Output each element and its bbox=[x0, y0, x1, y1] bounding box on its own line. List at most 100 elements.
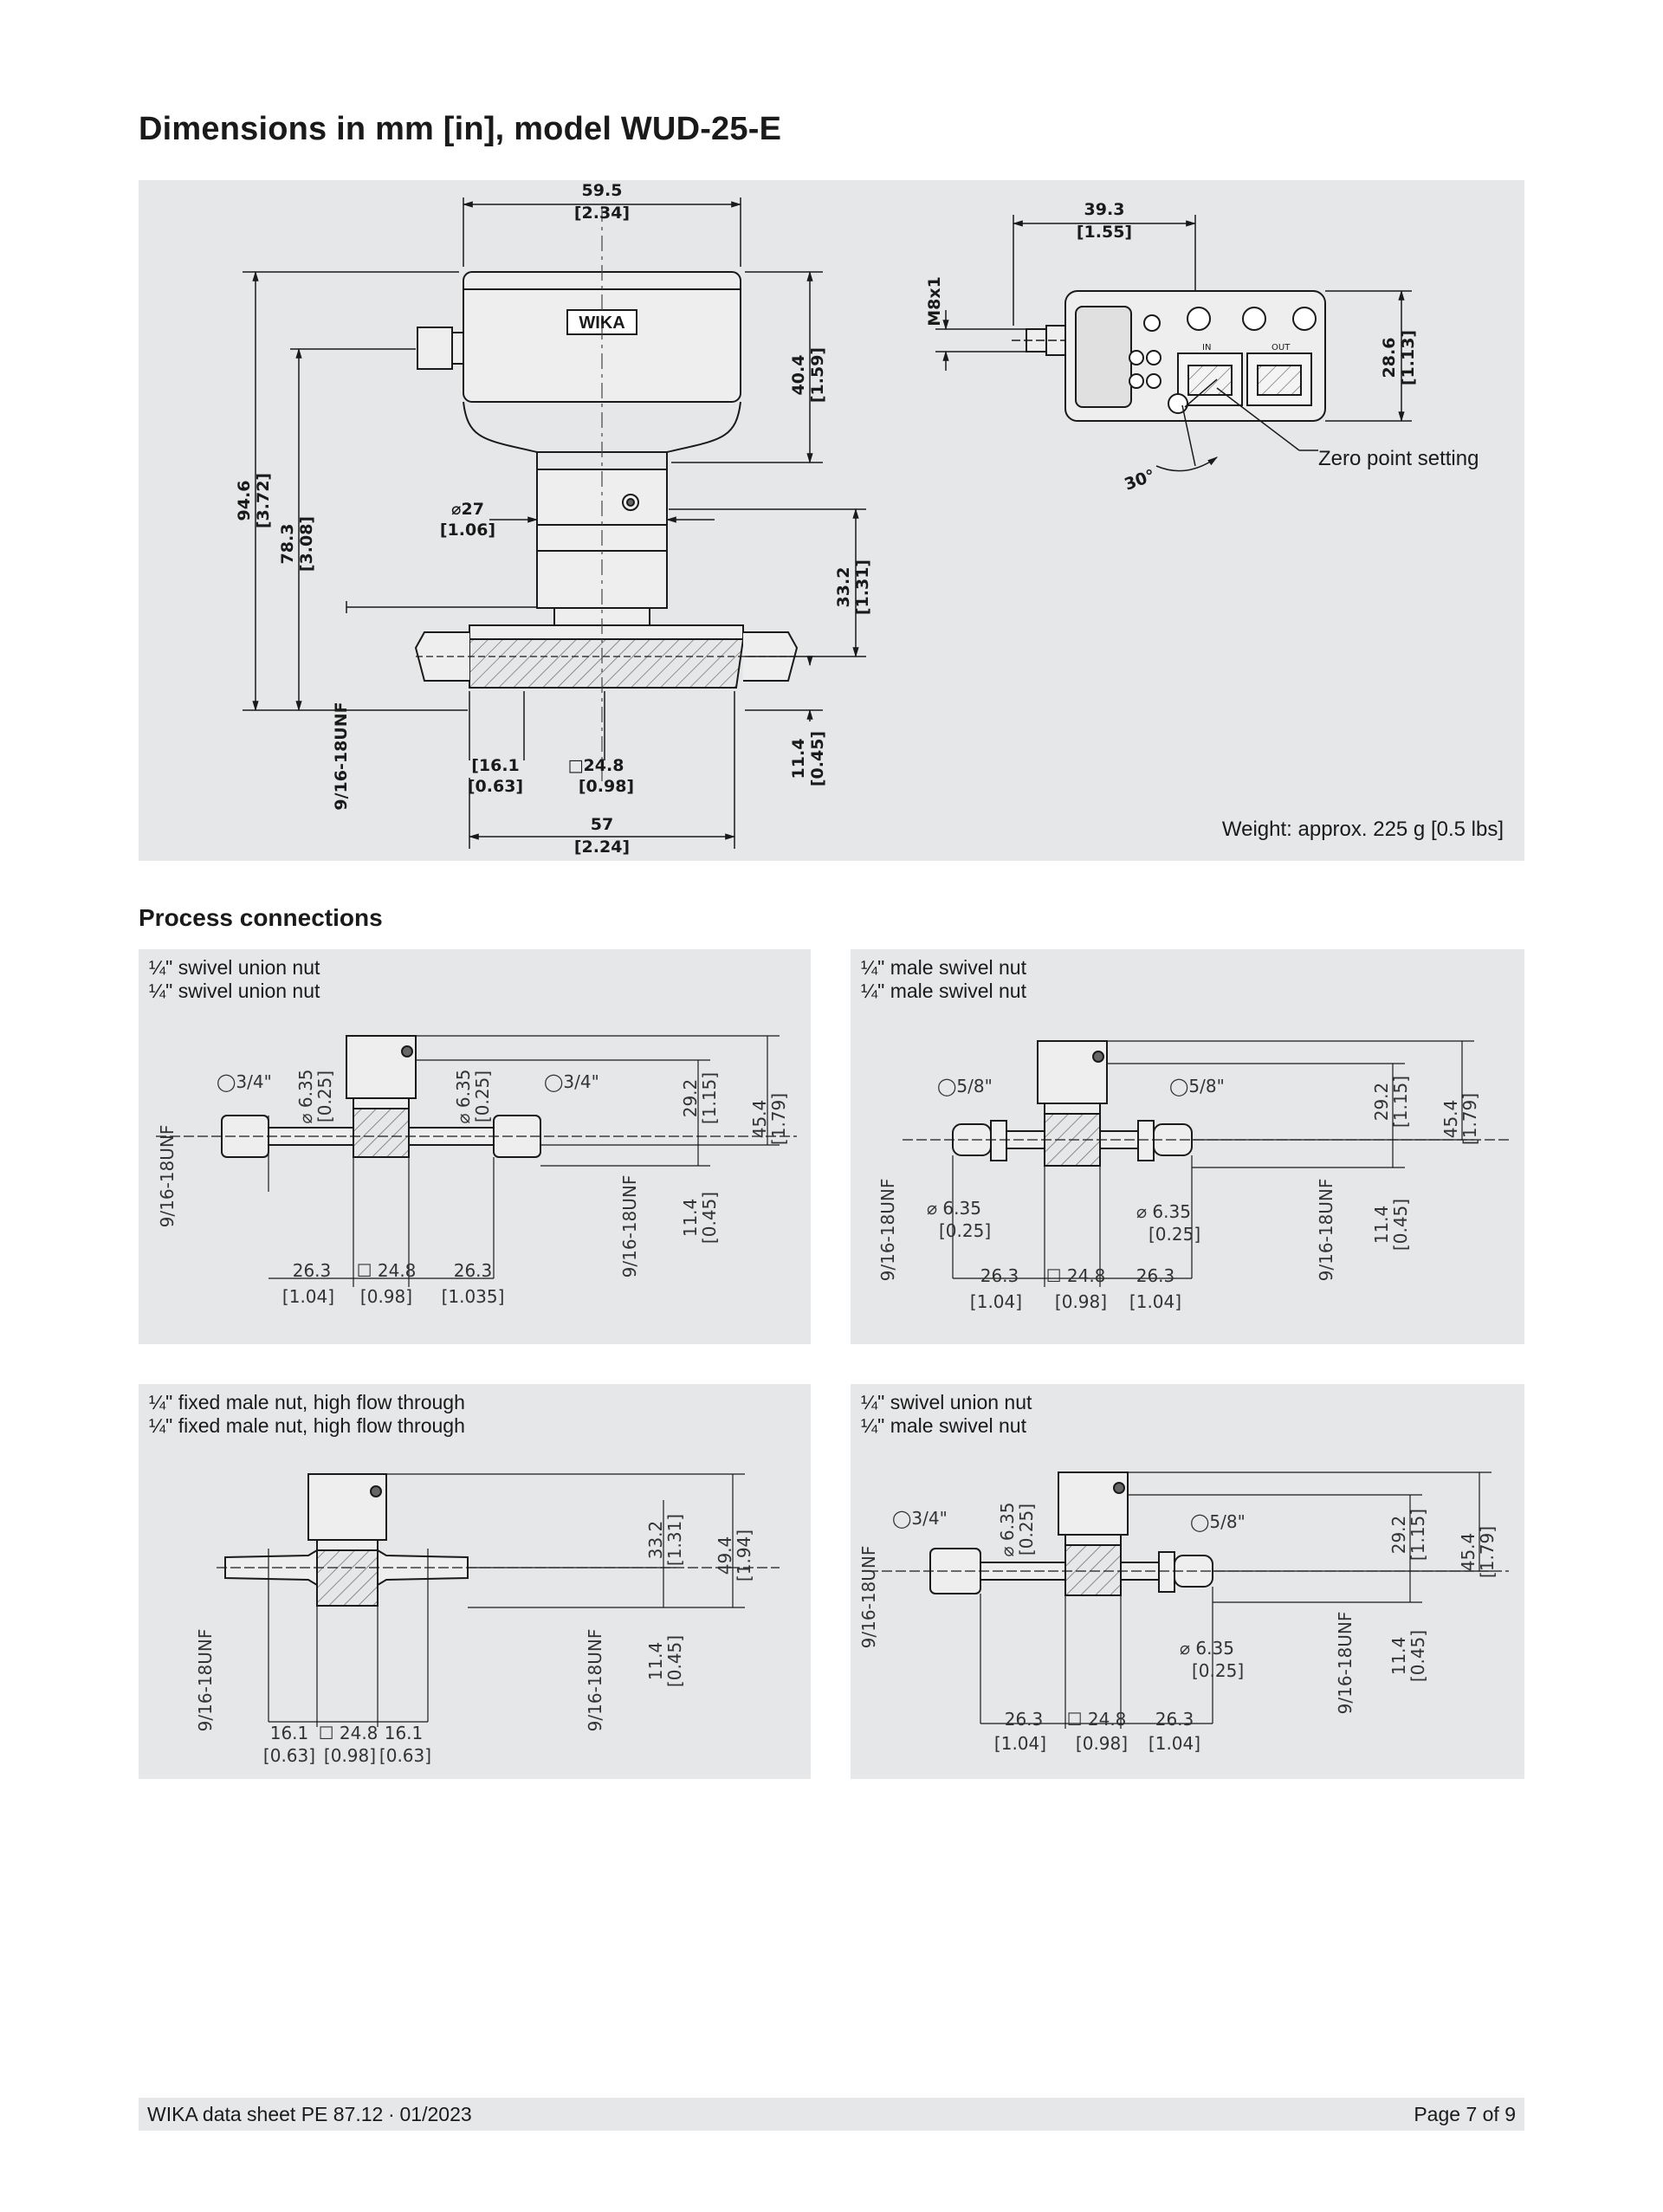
pc2-sq-in: [0.98] bbox=[1055, 1291, 1107, 1312]
pc3-label: ¼" fixed male nut, high flow through ¼" … bbox=[149, 1391, 465, 1438]
pc2-thread-left: 9/16-18UNF bbox=[877, 1179, 898, 1282]
process-connection-3: 33.2 [1.31] 49.4 [1.94] 11.4 [0.45] 9/16… bbox=[139, 1384, 811, 1779]
pc1-dia-left: ⌀ 6.35 bbox=[295, 1070, 316, 1124]
pc4-label-line1: ¼" swivel union nut bbox=[861, 1391, 1032, 1413]
pc1-thread-left: 9/16-18UNF bbox=[157, 1125, 178, 1228]
pc1-w-right: 26.3 bbox=[454, 1260, 493, 1281]
pc2-w-right-in: [1.04] bbox=[1129, 1291, 1181, 1312]
pc2-nut-right: ◯5/8" bbox=[1169, 1076, 1225, 1096]
pc4-h1: 29.2 bbox=[1388, 1516, 1409, 1555]
pc4-sq: ☐ 24.8 bbox=[1067, 1709, 1127, 1730]
pc3-label-line2: ¼" fixed male nut, high flow through bbox=[149, 1414, 465, 1437]
pc1-label-line2: ¼" swivel union nut bbox=[149, 980, 320, 1002]
pc1-dia-right-in: [0.25] bbox=[472, 1070, 493, 1122]
pc4-w-right-in: [1.04] bbox=[1149, 1733, 1200, 1754]
pc2-h1-in: [1.15] bbox=[1390, 1076, 1411, 1128]
pc1-w-left-in: [1.04] bbox=[282, 1286, 334, 1307]
pc3-drawing: 33.2 [1.31] 49.4 [1.94] 11.4 [0.45] 9/16… bbox=[195, 1473, 780, 1766]
pc4-dia-left: ⌀ 6.35 bbox=[997, 1503, 1018, 1557]
port-out-label: OUT bbox=[1272, 343, 1291, 352]
dim-stem-dia-in: [1.06] bbox=[440, 521, 495, 540]
pc4-dia-right-in: [0.25] bbox=[1192, 1660, 1244, 1681]
pc2-dia-right-in: [0.25] bbox=[1149, 1224, 1200, 1245]
pc3-h3-in: [0.45] bbox=[664, 1635, 685, 1687]
pc4-thread-left: 9/16-18UNF bbox=[858, 1546, 879, 1649]
dim-side-height-in: [1.13] bbox=[1399, 330, 1418, 385]
pc1-nut-left: ◯3/4" bbox=[217, 1071, 272, 1092]
zero-point-label: Zero point setting bbox=[1318, 447, 1479, 470]
pc1-w-left: 26.3 bbox=[293, 1260, 332, 1281]
pc3-h1-in: [1.31] bbox=[664, 1514, 685, 1566]
pc3-h2: 49.4 bbox=[715, 1536, 735, 1575]
pc2-dia-right: ⌀ 6.35 bbox=[1136, 1201, 1191, 1222]
dim-width-top: 59.5 bbox=[582, 181, 623, 200]
port-in-label: IN bbox=[1202, 343, 1211, 352]
pc1-label-line1: ¼" swivel union nut bbox=[149, 956, 320, 979]
pc1-h1: 29.2 bbox=[680, 1079, 701, 1118]
pc2-h2: 45.4 bbox=[1440, 1100, 1461, 1139]
pc1-h3-in: [0.45] bbox=[699, 1192, 720, 1244]
pc1-thread-right: 9/16-18UNF bbox=[619, 1175, 640, 1278]
dim-height-total: 94.6 bbox=[235, 481, 254, 521]
pc2-h3-in: [0.45] bbox=[1390, 1199, 1411, 1251]
pc2-w-right: 26.3 bbox=[1136, 1265, 1175, 1286]
dim-thread: 9/16-18UNF bbox=[332, 702, 351, 810]
pc1-nut-right: ◯3/4" bbox=[544, 1071, 599, 1092]
pc3-w-left: 16.1 bbox=[270, 1723, 309, 1743]
pc3-h1: 33.2 bbox=[645, 1521, 666, 1560]
pc4-dia-left-in: [0.25] bbox=[1016, 1504, 1037, 1556]
pc4-w-left: 26.3 bbox=[1005, 1709, 1044, 1730]
pc2-nut-left: ◯5/8" bbox=[937, 1076, 993, 1096]
m8-connector bbox=[417, 327, 453, 370]
dimension-drawing: WIKA 59.5 bbox=[235, 181, 1418, 857]
pc1-dia-right: ⌀ 6.35 bbox=[453, 1070, 474, 1124]
page-title: Dimensions in mm [in], model WUD-25-E bbox=[139, 111, 782, 147]
pc3-w-left-in: [0.63] bbox=[263, 1745, 315, 1766]
pc1-h3: 11.4 bbox=[680, 1199, 701, 1238]
pc1-drawing: ◯3/4" ◯3/4" ⌀ 6.35 [0.25] ⌀ 6.35 [0.25] … bbox=[156, 1035, 797, 1307]
pc4-h1-in: [1.15] bbox=[1407, 1509, 1428, 1561]
pc4-sq-in: [0.98] bbox=[1076, 1733, 1128, 1754]
pc1-sq-in: [0.98] bbox=[360, 1286, 412, 1307]
pc2-w-left-in: [1.04] bbox=[970, 1291, 1022, 1312]
pc1-h2: 45.4 bbox=[749, 1100, 770, 1139]
pc1-w-right-in: [1.035] bbox=[442, 1286, 505, 1307]
pc4-h2: 45.4 bbox=[1458, 1533, 1479, 1572]
footer-page-number: Page 7 of 9 bbox=[1414, 2103, 1516, 2125]
pc2-w-left: 26.3 bbox=[980, 1265, 1019, 1286]
pc4-label-line2: ¼" male swivel nut bbox=[861, 1414, 1026, 1437]
pc2-h1: 29.2 bbox=[1371, 1083, 1392, 1122]
dimension-drawing-panel: WIKA 59.5 bbox=[139, 180, 1524, 861]
page-footer: WIKA data sheet PE 87.12 ∙ 01/2023 Page … bbox=[139, 2098, 1524, 2131]
process-connection-4: ◯3/4" ◯5/8" ⌀ 6.35 [0.25] ⌀ 6.35 [0.25] … bbox=[851, 1384, 1524, 1779]
pc4-w-right: 26.3 bbox=[1155, 1709, 1194, 1730]
pc3-sq-in: [0.98] bbox=[324, 1745, 376, 1766]
dim-offset-in: [0.63] bbox=[468, 777, 523, 796]
dim-width-top-in: [2.34] bbox=[574, 204, 630, 223]
pc4-nut-left: ◯3/4" bbox=[892, 1508, 948, 1529]
footer-doc-ref: WIKA data sheet PE 87.12 ∙ 01/2023 bbox=[147, 2103, 472, 2125]
wika-logo: WIKA bbox=[579, 314, 624, 333]
pc4-drawing: ◯3/4" ◯5/8" ⌀ 6.35 [0.25] ⌀ 6.35 [0.25] … bbox=[858, 1471, 1509, 1754]
pc3-h2-in: [1.94] bbox=[734, 1530, 754, 1581]
pc1-h2-in: [1.79] bbox=[768, 1093, 789, 1145]
pc3-label-line1: ¼" fixed male nut, high flow through bbox=[149, 1391, 465, 1413]
dim-side-height: 28.6 bbox=[1380, 338, 1399, 378]
dim-stem-dia: ⌀27 bbox=[451, 500, 484, 519]
pc4-h2-in: [1.79] bbox=[1477, 1526, 1498, 1578]
pc4-w-left-in: [1.04] bbox=[994, 1733, 1046, 1754]
pc3-sq: ☐ 24.8 bbox=[319, 1723, 379, 1743]
pc2-label-line1: ¼" male swivel nut bbox=[861, 956, 1026, 979]
dim-body-height: 33.2 bbox=[834, 567, 853, 608]
pc3-h3: 11.4 bbox=[645, 1642, 666, 1681]
process-connection-2: ◯5/8" ◯5/8" ⌀ 6.35 [0.25] ⌀ 6.35 [0.25] … bbox=[851, 949, 1524, 1344]
dim-height-total-in: [3.72] bbox=[254, 473, 273, 528]
pc2-h2-in: [1.79] bbox=[1459, 1093, 1480, 1145]
dim-bottom-height: 11.4 bbox=[789, 739, 808, 779]
process-connection-1: ◯3/4" ◯3/4" ⌀ 6.35 [0.25] ⌀ 6.35 [0.25] … bbox=[139, 949, 811, 1344]
dim-square-in: [0.98] bbox=[579, 777, 634, 796]
pc4-nut-right: ◯5/8" bbox=[1190, 1511, 1246, 1532]
dim-bottom-height-in: [0.45] bbox=[808, 731, 827, 786]
dim-height-mid: 78.3 bbox=[278, 524, 297, 565]
pc3-thread-right: 9/16-18UNF bbox=[585, 1629, 605, 1732]
